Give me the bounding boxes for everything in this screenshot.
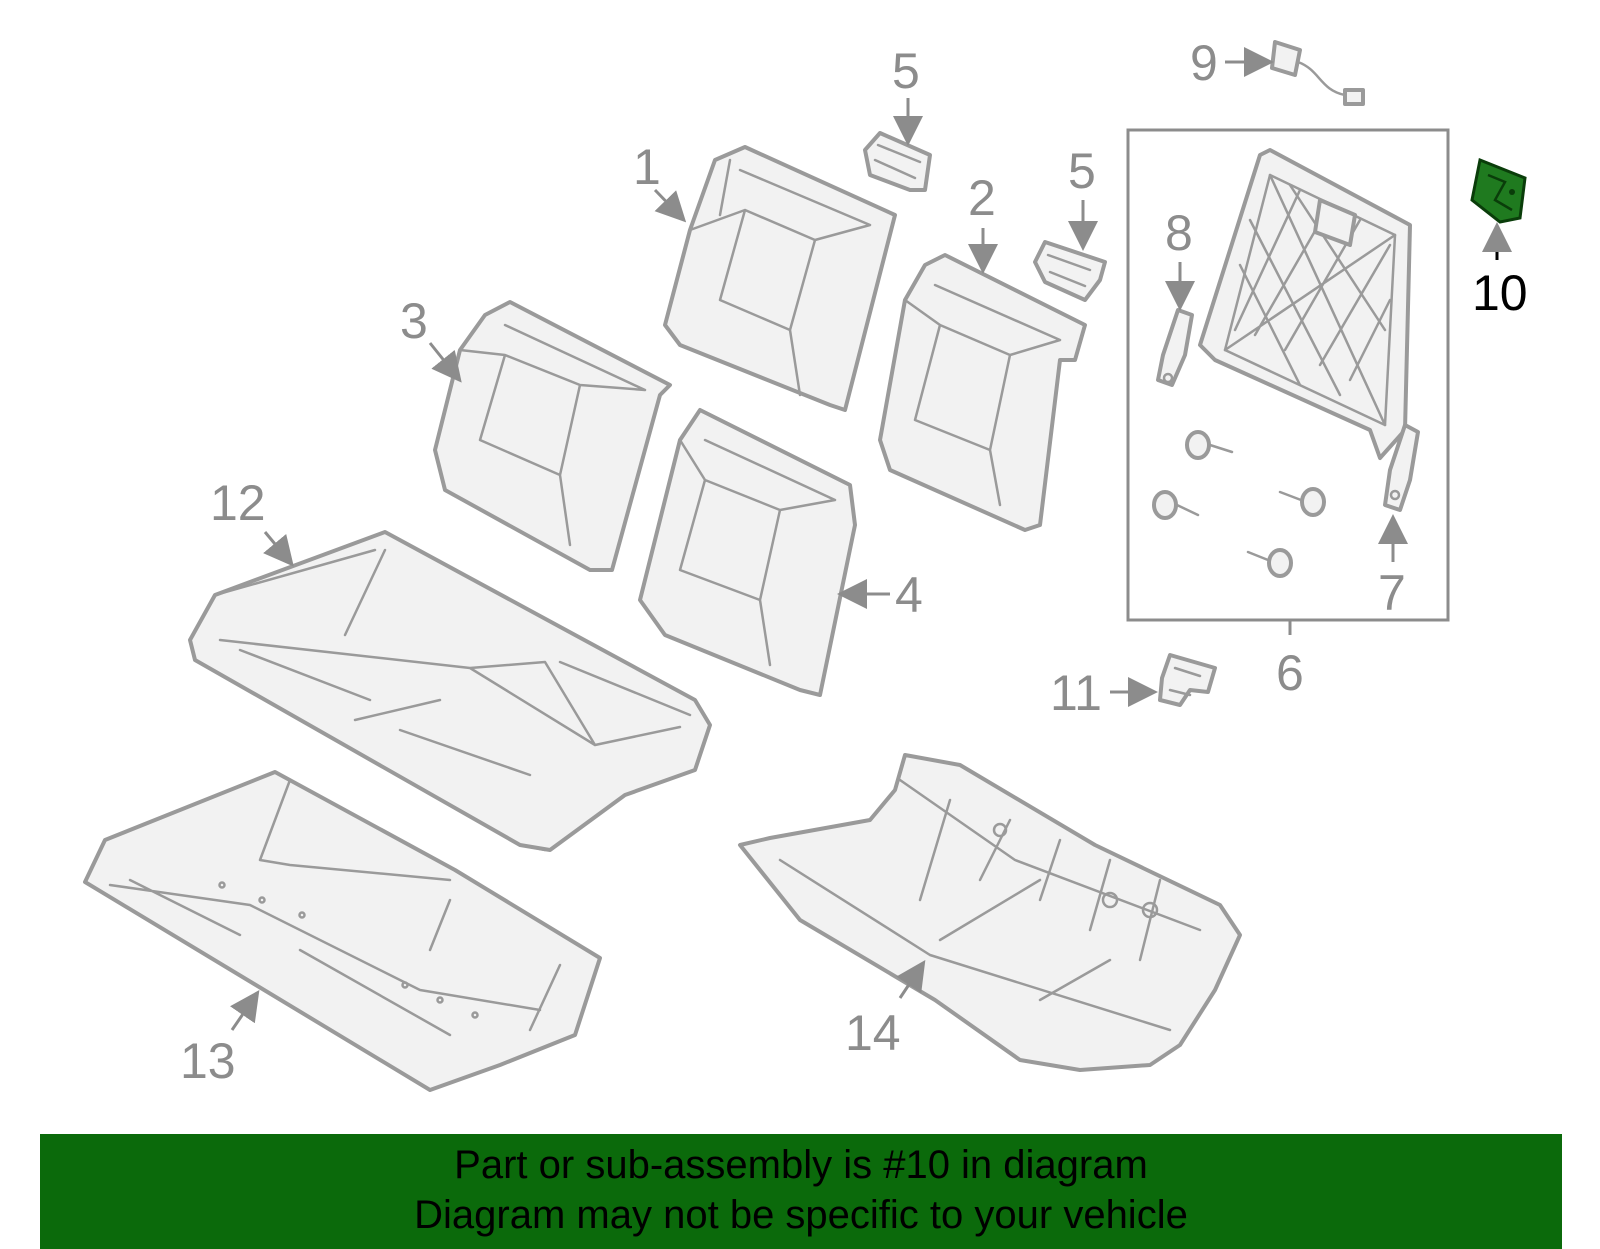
callout-10: 10 [1472,265,1528,321]
callout-9: 9 [1190,35,1218,91]
assembly-6-box [1126,128,1450,622]
callout-6: 6 [1276,645,1304,701]
headrest-guide-a[interactable] [863,131,932,192]
bolts [1152,430,1326,578]
parts-diagram: 1 2 3 4 5 5 9 6 [83,35,1528,1092]
seat-back-cover-lower-right[interactable] [638,408,857,697]
callout-5b: 5 [1068,143,1096,199]
callout-7: 7 [1378,565,1406,621]
callout-11: 11 [1050,665,1102,721]
callout-4: 4 [895,567,923,623]
wire-harness[interactable] [1270,40,1365,106]
latch-component-highlighted[interactable] [1470,157,1527,224]
callout-3: 3 [400,293,428,349]
seat-back-cover-upper-right[interactable] [878,253,1087,532]
seat-back-frame[interactable] [1198,148,1412,460]
seat-cushion-pad[interactable] [83,770,602,1092]
callout-5a: 5 [892,43,920,99]
callout-2: 2 [968,170,996,226]
callout-8: 8 [1165,205,1193,261]
info-banner: Part or sub-assembly is #10 in diagram D… [40,1134,1562,1249]
support-bracket[interactable] [1158,653,1217,707]
seat-cushion-cover[interactable] [188,530,712,852]
callout-12: 12 [210,475,266,531]
banner-line-1: Part or sub-assembly is #10 in diagram [454,1143,1148,1187]
seat-cushion-frame[interactable] [738,753,1242,1072]
hinge-bracket-right[interactable] [1383,423,1420,512]
callout-1: 1 [633,139,661,195]
callout-13: 13 [180,1033,236,1089]
hinge-bracket-left[interactable] [1156,308,1194,387]
callout-14: 14 [845,1005,901,1061]
seat-back-cover-lower-left[interactable] [433,300,672,572]
seat-back-cover-upper-left[interactable] [663,145,897,412]
banner-line-2: Diagram may not be specific to your vehi… [414,1193,1188,1237]
headrest-guide-b[interactable] [1033,240,1107,302]
